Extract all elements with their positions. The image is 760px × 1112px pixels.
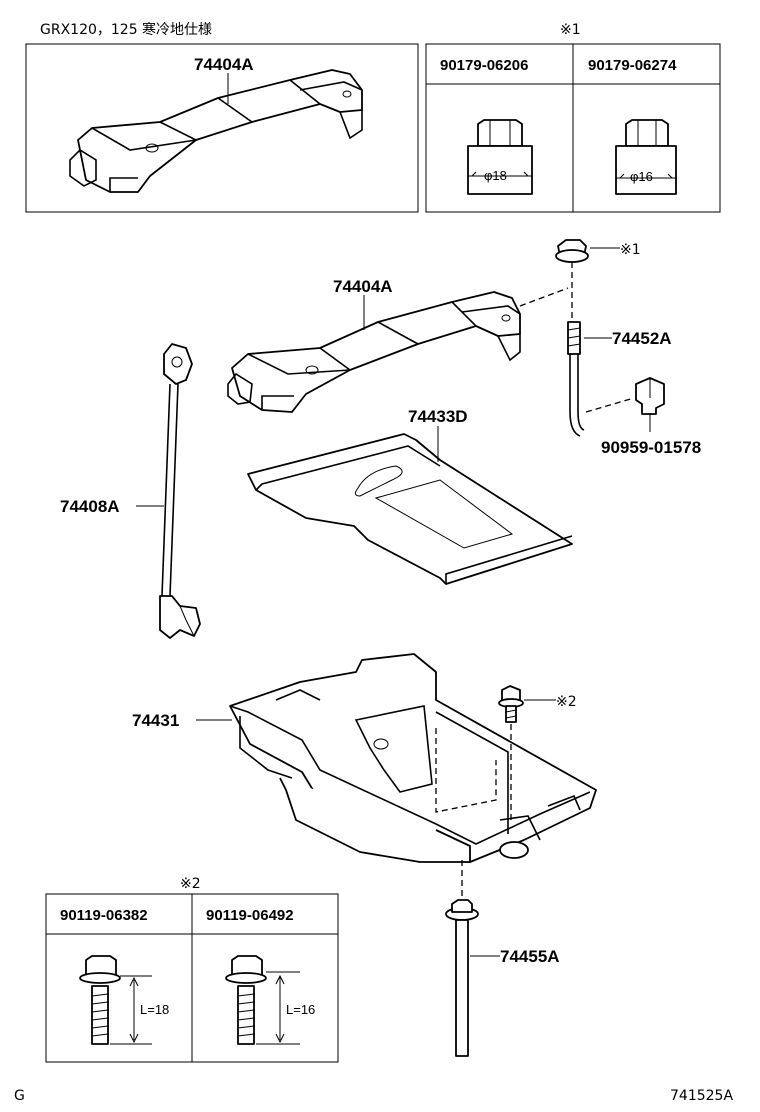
long-bolt-label: 74455A [500, 947, 560, 966]
footer-left-code: G [14, 1088, 25, 1104]
carrier-nut-dashline [519, 287, 569, 307]
bolt-2-drawing [225, 955, 300, 1045]
bolt-2-dim: L=16 [286, 1002, 315, 1017]
clamp-label: 90959-01578 [601, 438, 701, 457]
flange-bolt-drawing [498, 685, 524, 723]
bolt-table-mark: ※2 [180, 876, 201, 892]
nut-part-number-2: 90179-06274 [588, 57, 677, 74]
nut-2-dim: φ16 [630, 169, 653, 184]
tray-label: 74433D [408, 407, 468, 426]
carrier-label: 74404A [333, 277, 393, 296]
inset-frame [25, 43, 419, 213]
illustration-number: 741525A [670, 1088, 733, 1104]
nut-part-number-1: 90179-06206 [440, 57, 528, 74]
nut-1-drawing [467, 119, 533, 195]
bolt-1-drawing [79, 955, 152, 1045]
inset-carrier-drawing [69, 69, 363, 193]
nut-table-mark: ※1 [560, 22, 581, 38]
variant-note: GRX120，125 寒冷地仕様 [40, 21, 212, 38]
rod-drawing [159, 343, 201, 639]
rod-label: 74408A [60, 497, 120, 516]
j-bolt-drawing [567, 321, 585, 437]
flange-bolt-mark: ※2 [556, 694, 577, 710]
nut-mark-label: ※1 [620, 242, 641, 258]
clamp-drawing [635, 377, 665, 415]
bolt-part-number-2: 90119-06492 [206, 907, 294, 924]
clamp-dashline [585, 397, 635, 413]
carrier-drawing [227, 291, 521, 413]
battery-box-label: 74431 [132, 711, 179, 730]
tray-drawing [247, 433, 573, 585]
j-bolt-label: 74452A [612, 329, 672, 348]
nut-1-dim: φ18 [484, 168, 507, 183]
nut-2-drawing [615, 119, 677, 195]
bolt-1-dim: L=18 [140, 1002, 169, 1017]
inset-carrier-label: 74404A [194, 55, 254, 74]
box-inner-dashline [435, 728, 497, 813]
long-bolt-drawing [445, 899, 479, 1057]
battery-box-drawing [229, 653, 597, 863]
nut-drawing [555, 239, 589, 263]
bolt-part-number-1: 90119-06382 [60, 907, 148, 924]
